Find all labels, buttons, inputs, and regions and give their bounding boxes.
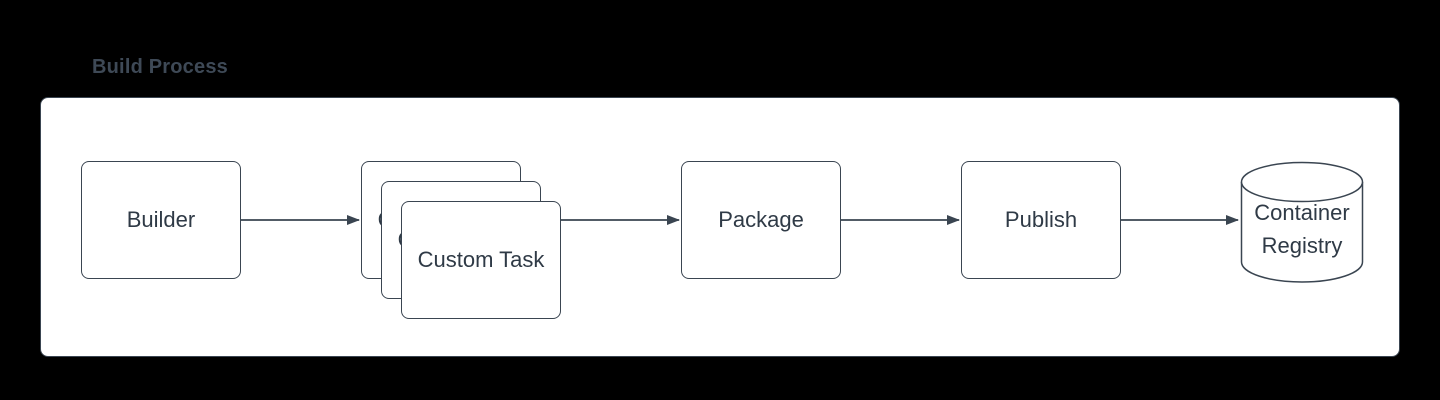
node-builder-label: Builder — [126, 207, 196, 232]
node-container-registry[interactable]: Container Registry — [1240, 161, 1364, 284]
node-package[interactable]: Package — [681, 161, 841, 279]
diagram-title: Build Process — [92, 56, 228, 78]
node-custom-task-label: Custom Task — [417, 247, 545, 272]
database-cylinder-shape — [1240, 161, 1364, 283]
node-builder[interactable]: Builder — [81, 161, 241, 279]
build-process-group: Builder Custom Task Custom Task Custom T… — [40, 97, 1400, 357]
node-publish[interactable]: Publish — [961, 161, 1121, 279]
node-container-registry-label: Container Registry — [1254, 199, 1350, 258]
node-publish-label: Publish — [1004, 207, 1078, 232]
node-custom-task[interactable]: Custom Task — [401, 201, 561, 319]
node-package-label: Package — [718, 207, 804, 232]
